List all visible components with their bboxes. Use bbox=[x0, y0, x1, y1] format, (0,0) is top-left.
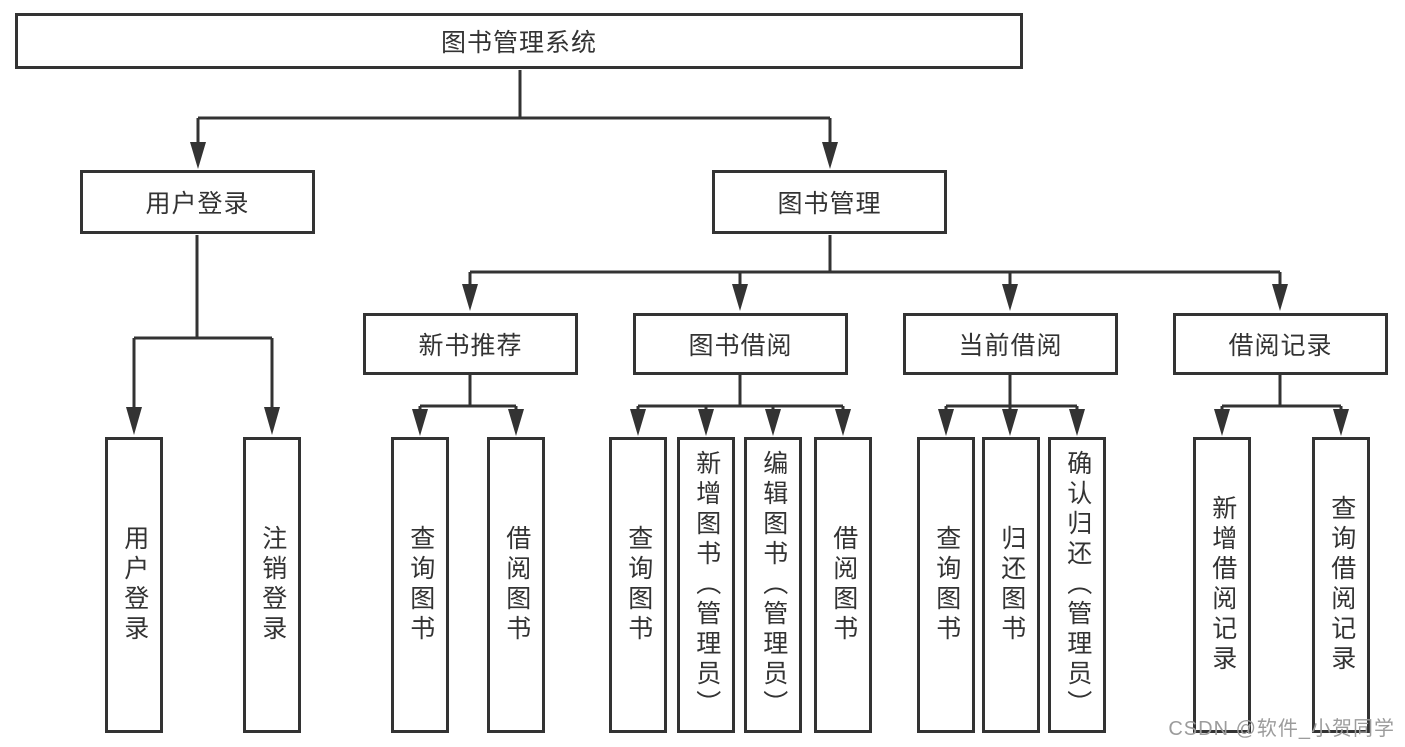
leaf-label: 确认归还（管理员） bbox=[1063, 450, 1092, 720]
leaf-label: 用户登录 bbox=[120, 525, 149, 645]
node-label: 当前借阅 bbox=[958, 332, 1063, 360]
node-library-management-system: 图书管理系统 bbox=[15, 13, 1023, 69]
watermark-text: CSDN @软件_小贺同学 bbox=[1168, 718, 1395, 740]
leaf-label: 注销登录 bbox=[258, 525, 287, 645]
leaf-label: 查询图书 bbox=[932, 525, 961, 645]
leaf-label: 查询图书 bbox=[406, 525, 435, 645]
leaf-label: 归还图书 bbox=[997, 525, 1026, 645]
leaf-logout: 注销登录 bbox=[243, 437, 301, 733]
node-label: 新书推荐 bbox=[418, 332, 523, 360]
leaf-label: 编辑图书（管理员） bbox=[759, 450, 788, 720]
leaf-query-books-recommend: 查询图书 bbox=[391, 437, 449, 733]
node-current-borrowing: 当前借阅 bbox=[903, 313, 1118, 375]
node-book-borrowing: 图书借阅 bbox=[633, 313, 848, 375]
leaf-label: 借阅图书 bbox=[829, 525, 858, 645]
leaf-query-borrow-record: 查询借阅记录 bbox=[1312, 437, 1370, 733]
leaf-edit-book-admin: 编辑图书（管理员） bbox=[744, 437, 802, 733]
leaf-borrow-books-recommend: 借阅图书 bbox=[487, 437, 545, 733]
leaf-label: 查询借阅记录 bbox=[1327, 495, 1356, 675]
leaf-label: 借阅图书 bbox=[502, 525, 531, 645]
leaf-borrow-books-borrowing: 借阅图书 bbox=[814, 437, 872, 733]
leaf-confirm-return-admin: 确认归还（管理员） bbox=[1048, 437, 1106, 733]
node-label: 用户登录 bbox=[145, 190, 250, 218]
leaf-label: 查询图书 bbox=[624, 525, 653, 645]
leaf-user-login: 用户登录 bbox=[105, 437, 163, 733]
node-label: 图书借阅 bbox=[688, 332, 793, 360]
leaf-query-books-borrowing: 查询图书 bbox=[609, 437, 667, 733]
leaf-query-books-current: 查询图书 bbox=[917, 437, 975, 733]
leaf-label: 新增图书（管理员） bbox=[692, 450, 721, 720]
node-label: 借阅记录 bbox=[1228, 332, 1333, 360]
node-label: 图书管理 bbox=[777, 190, 882, 218]
leaf-add-book-admin: 新增图书（管理员） bbox=[677, 437, 735, 733]
leaf-add-borrow-record: 新增借阅记录 bbox=[1193, 437, 1251, 733]
node-user-login: 用户登录 bbox=[80, 170, 315, 234]
node-book-management: 图书管理 bbox=[712, 170, 947, 234]
node-new-book-recommend: 新书推荐 bbox=[363, 313, 578, 375]
leaf-label: 新增借阅记录 bbox=[1208, 495, 1237, 675]
node-label: 图书管理系统 bbox=[440, 29, 597, 57]
leaf-return-book: 归还图书 bbox=[982, 437, 1040, 733]
node-borrowing-records: 借阅记录 bbox=[1173, 313, 1388, 375]
